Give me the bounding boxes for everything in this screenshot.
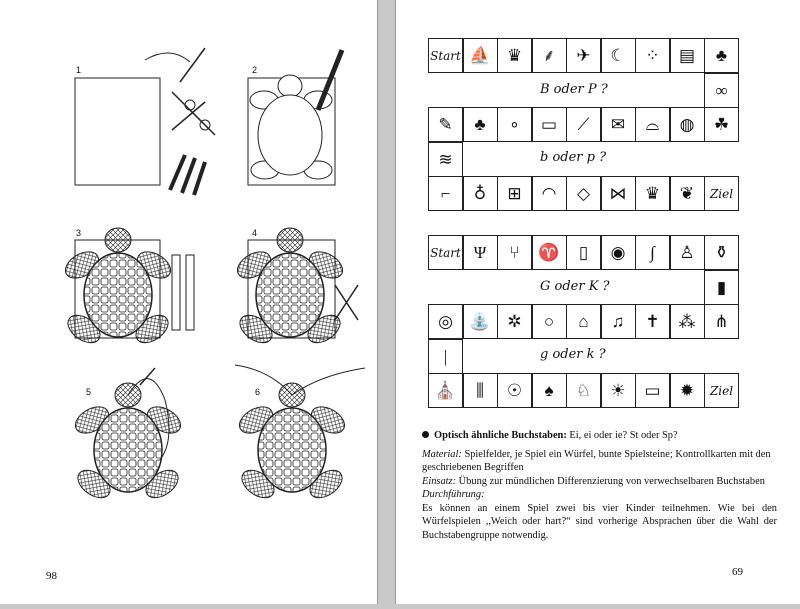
coins-icon: ⁂ — [669, 304, 705, 339]
einsatz-label: Einsatz: — [422, 475, 457, 487]
material-text: Spielfelder, je Spiel ein Würfel, bunte … — [422, 448, 771, 474]
pencil-icon: ✎ — [428, 107, 463, 142]
step-number: 6 — [255, 387, 260, 397]
candle-icon: | — [428, 338, 463, 374]
start-cell: Start — [428, 235, 463, 270]
board-question: g oder k ? — [540, 347, 606, 362]
parrot-icon: ✈ — [566, 38, 601, 73]
pistol-icon: ⌐ — [428, 176, 463, 211]
durchfuehrung-text: Es können an einem Spiel zwei bis vier K… — [422, 502, 777, 541]
einsatz-text: Übung zur mündlichen Differenzierung von… — [458, 475, 765, 487]
cage-icon: ⌂ — [566, 304, 601, 339]
ball-icon: ◍ — [669, 107, 705, 142]
fork-icon: ⑂ — [497, 235, 532, 270]
dress-icon: ♙ — [669, 235, 705, 270]
section-subtitle: Ei, ei oder ie? St oder Sp? — [569, 430, 678, 441]
book-icon: ▤ — [669, 38, 705, 73]
page-number: 69 — [732, 566, 743, 578]
puzzle-icon: ◇ — [566, 176, 601, 211]
paintbrush-icon: ⟋ — [566, 107, 601, 142]
page-number: 98 — [46, 570, 57, 582]
parrot-flower-icon: ❦ — [669, 176, 705, 211]
cherries-icon: ♈ — [531, 235, 567, 270]
bridge-icon: ≋ — [428, 141, 463, 177]
princess-icon: ♛ — [635, 176, 670, 211]
snake-icon: ∫ — [635, 235, 670, 270]
present-icon: ⊞ — [497, 176, 532, 211]
slipper-icon: ⌓ — [635, 107, 670, 142]
ring-icon: ○ — [531, 304, 567, 339]
bell-icon: ♫ — [600, 304, 636, 339]
watering-can-icon: ⛲ — [462, 304, 498, 339]
goal-cell: Ziel — [704, 373, 739, 408]
glasses-icon: ∞ — [704, 72, 739, 108]
bread-icon: ◠ — [531, 176, 567, 211]
right-page: Ziel❦♛⋈◇◠⊞♁⌐≋☘◍⌓✉⟋▭∘♣✎∞♣▤⁘☾✈⸙♛⛵Start B o… — [395, 0, 800, 604]
material-label: Material: — [422, 448, 462, 460]
candies-icon: ⋈ — [600, 176, 636, 211]
left-page: 1 2 3 4 5 6 98 — [0, 0, 378, 604]
card-icon: ♠ — [531, 373, 567, 408]
bottle-icon: ▮ — [704, 269, 739, 305]
step-number: 2 — [252, 65, 257, 75]
envelope-icon: ✉ — [600, 107, 636, 142]
cactus-icon: Ψ — [462, 235, 498, 270]
glass-icon: ▯ — [566, 235, 601, 270]
start-cell: Start — [428, 38, 463, 73]
section-title: Optisch ähnliche Buchstaben: — [434, 430, 567, 441]
bed-icon: ▭ — [531, 107, 567, 142]
board-question: b oder p ? — [540, 150, 607, 165]
beads-icon: ∘ — [497, 107, 532, 142]
board-question: B oder P ? — [540, 82, 608, 97]
goal-cell: Ziel — [704, 176, 739, 211]
step-number: 3 — [76, 228, 81, 238]
lamp-icon: ☀ — [600, 373, 636, 408]
banana-icon: ☾ — [600, 38, 636, 73]
turtle-craft-illustrations: 1 2 3 4 5 6 — [60, 47, 366, 505]
ball-chain-icon: ◎ — [428, 304, 463, 339]
board-b-oder-p: Ziel❦♛⋈◇◠⊞♁⌐≋☘◍⌓✉⟋▭∘♣✎∞♣▤⁘☾✈⸙♛⛵Start B o… — [428, 38, 740, 212]
tree-icon: ♣ — [462, 107, 498, 142]
globe-icon: ◉ — [600, 235, 636, 270]
instruction-text: Optisch ähnliche Buchstaben: Ei, ei oder… — [422, 429, 777, 542]
jar-icon: ⚱ — [704, 235, 739, 270]
broom-icon: ⸙ — [531, 38, 567, 73]
princess-icon: ♛ — [497, 38, 532, 73]
bullet-icon — [422, 431, 429, 438]
beetle-icon: ✲ — [497, 304, 532, 339]
church-icon: ⛪ — [428, 373, 463, 408]
mushroom-icon: ♣ — [704, 38, 739, 73]
grass-icon: ⋔ — [704, 304, 739, 339]
board-question: G oder K ? — [540, 279, 610, 294]
durchfuehrung-label: Durchführung: — [422, 489, 485, 500]
suitcase-icon: ▭ — [635, 373, 670, 408]
frog-icon: ☉ — [497, 373, 532, 408]
step-number: 4 — [252, 228, 257, 238]
palm-icon: ☘ — [704, 107, 739, 142]
step-number: 5 — [86, 387, 91, 397]
pear-icon: ♁ — [462, 176, 498, 211]
step-number: 1 — [76, 65, 81, 75]
dots-icon: ⁘ — [635, 38, 670, 73]
curtain-icon: ⫼ — [462, 373, 498, 408]
goat-icon: ♘ — [566, 373, 601, 408]
hedgehog-icon: ✹ — [669, 373, 705, 408]
cross-icon: ✝ — [635, 304, 670, 339]
boat-icon: ⛵ — [462, 38, 498, 73]
